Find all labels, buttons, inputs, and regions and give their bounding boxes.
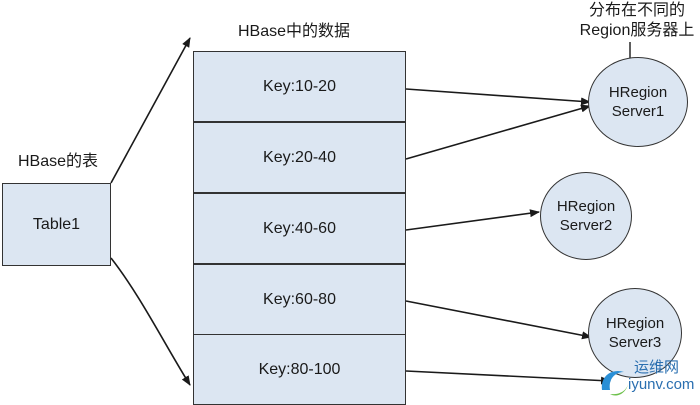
region-row: Key:20-40 [193, 122, 406, 193]
watermark-logo-icon [601, 370, 628, 396]
arrow-region5-to-server3 [405, 370, 611, 385]
arrow-region2-to-server1 [405, 104, 591, 160]
site-watermark: 运维网 iyunv.com [598, 356, 698, 404]
server-line-2: Server1 [611, 103, 665, 120]
region-server: HRegion Server1 [588, 57, 688, 147]
distribution-note: 分布在不同的 Region服务器上 [576, 1, 698, 41]
arrow-region1-to-server1 [405, 88, 591, 106]
note-line-2: Region服务器上 [579, 22, 695, 39]
region-server: HRegion Server3 [588, 288, 682, 378]
watermark-title: 运维网 [634, 359, 680, 376]
table-label: Table1 [32, 215, 81, 233]
region-label: Key:80-100 [258, 360, 341, 378]
region-server: HRegion Server2 [540, 172, 632, 260]
region-row: Key:40-60 [193, 193, 406, 264]
region-label: Key:60-80 [263, 290, 336, 308]
region-label: Key:20-40 [263, 148, 336, 166]
watermark-url: iyunv.com [628, 376, 695, 393]
arrow-region3-to-server2 [405, 209, 540, 231]
table-caption: HBase的表 [18, 153, 99, 170]
region-label: Key:40-60 [263, 219, 336, 237]
region-row: Key:10-20 [193, 51, 406, 122]
arrow-table-to-top [110, 37, 191, 184]
region-label: Key:10-20 [263, 77, 336, 95]
arrow-table-to-bottom [110, 257, 191, 386]
server-line-1: HRegion [605, 315, 665, 332]
note-line-1: 分布在不同的 [588, 2, 685, 19]
data-caption: HBase中的数据 [238, 23, 351, 40]
region-row: Key:60-80 [193, 264, 406, 335]
server-line-1: HRegion [608, 84, 668, 101]
arrow-region4-to-server3 [405, 300, 592, 340]
server-line-2: Server2 [559, 217, 613, 234]
region-row: Key:80-100 [193, 334, 406, 405]
server-line-2: Server3 [608, 334, 662, 351]
server-line-1: HRegion [556, 198, 616, 215]
table-box: Table1 [2, 183, 111, 266]
